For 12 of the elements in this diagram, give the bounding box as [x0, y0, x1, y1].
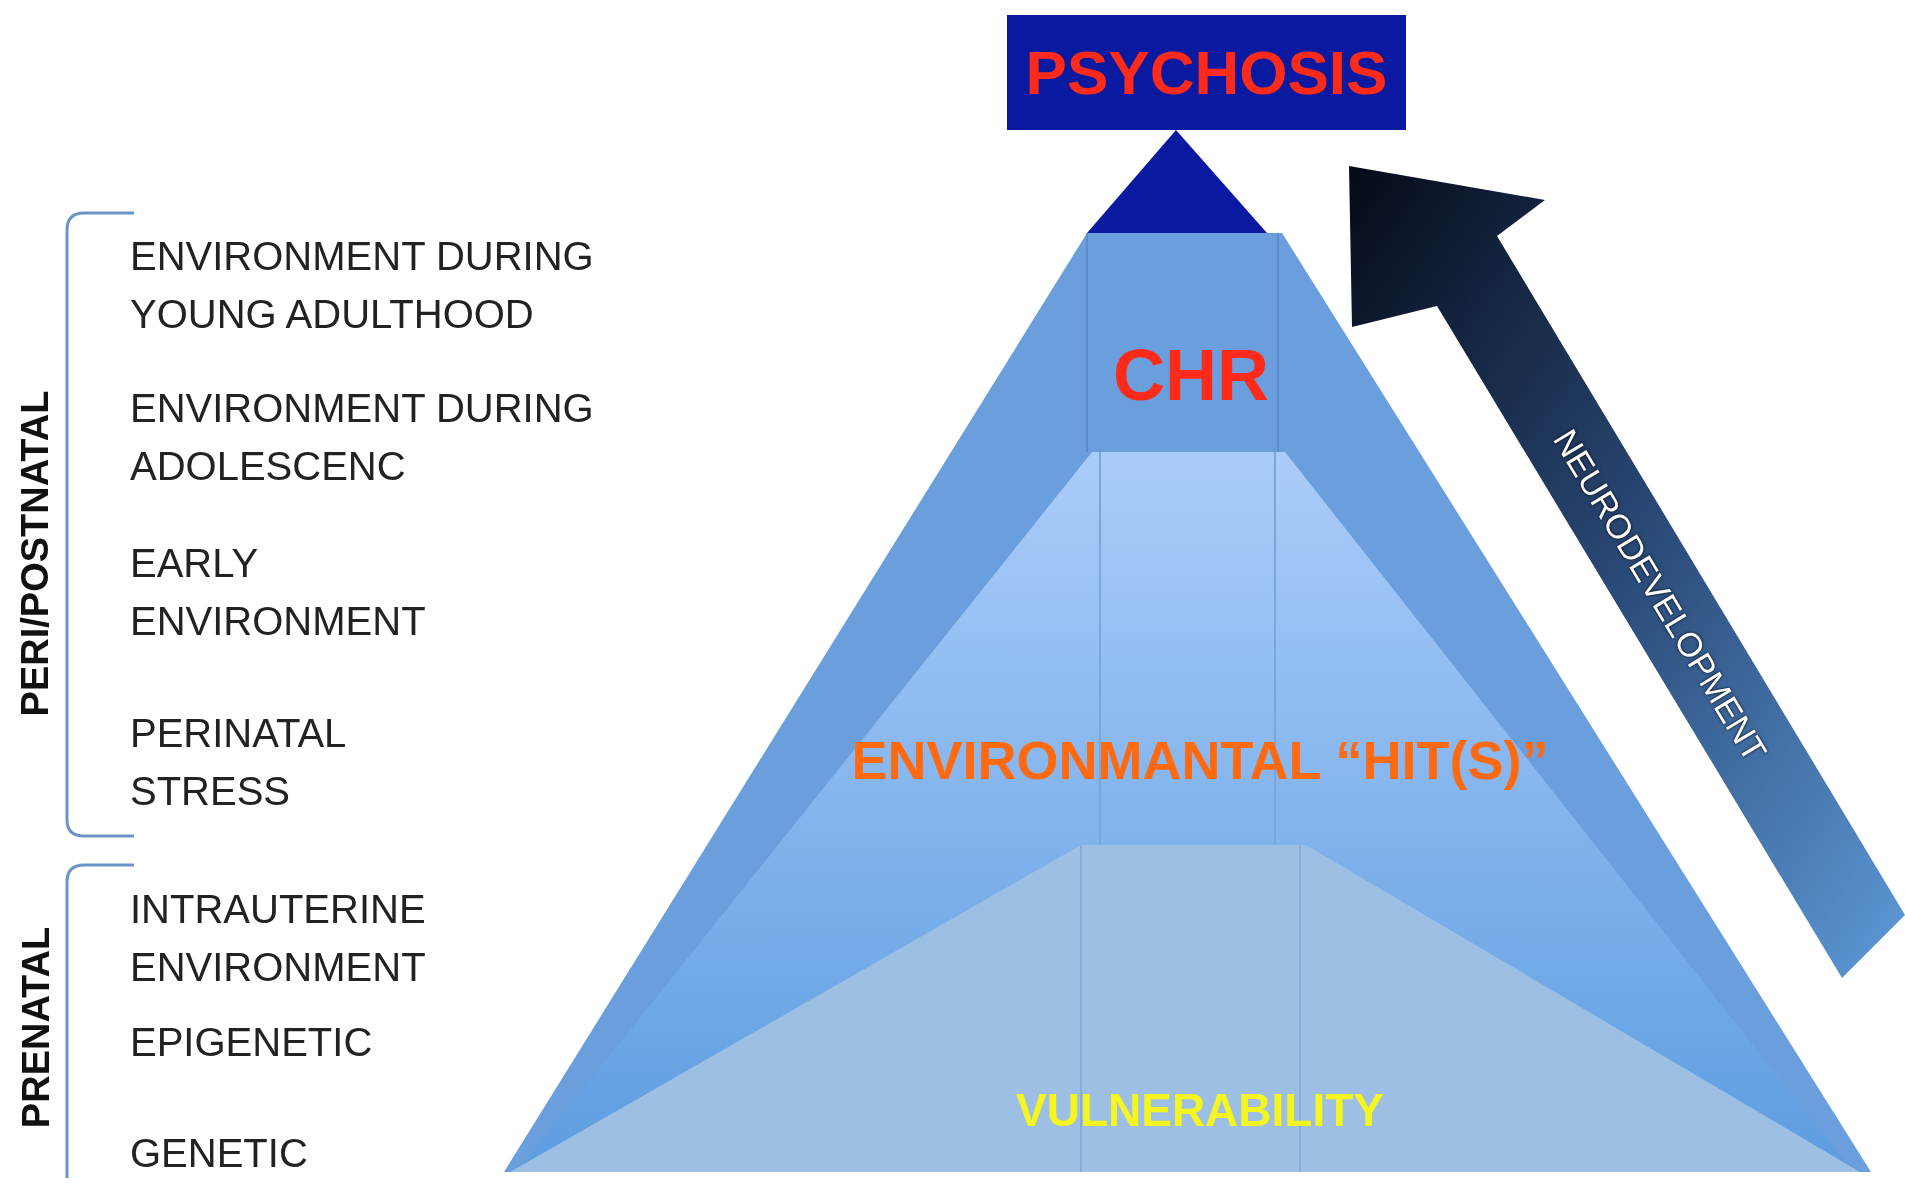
stage-label: EARLY ENVIRONMENT: [130, 540, 427, 645]
stage-label: ENVIRONMENT DURING ADOLESCENC: [130, 385, 595, 490]
stage-label: ENVIRONMENT DURING YOUNG ADULTHOOD: [130, 233, 595, 338]
stage-label: EPIGENETIC: [130, 1019, 374, 1066]
group-label: PERI/POSTNATAL: [14, 390, 58, 716]
layer-label: CHR: [1091, 330, 1291, 420]
stage-label: GENETIC: [130, 1130, 309, 1177]
group-label: PRENATAL: [14, 926, 58, 1128]
layer-label: VULNERABILITY: [960, 1080, 1440, 1140]
stage-label: INTRAUTERINE ENVIRONMENT: [130, 886, 427, 991]
layer-label: ENVIRONMANTAL “HIT(S)”: [800, 725, 1600, 795]
stage-label: PERINATAL STRESS: [130, 710, 346, 815]
